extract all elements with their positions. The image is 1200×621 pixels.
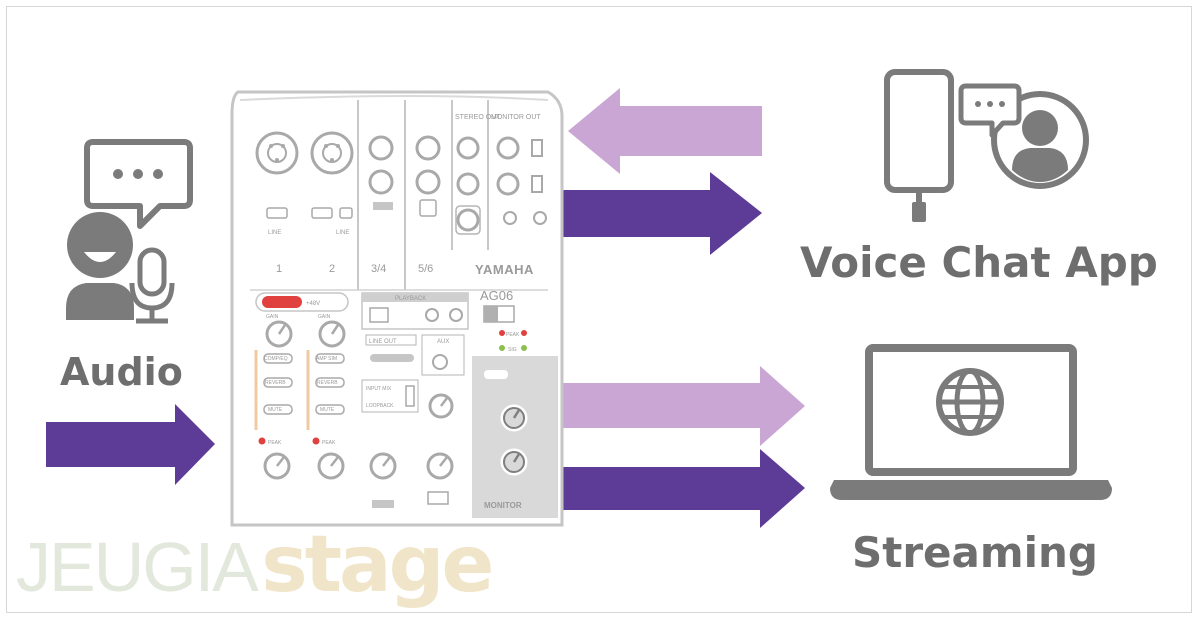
send-to-app-arrow — [562, 172, 762, 255]
monitor-out-label: MONITOR OUT — [491, 114, 541, 121]
watermark-jeugia: JEUGIA — [16, 528, 259, 606]
channel-34-label: 3/4 — [371, 263, 386, 275]
user-speaking-icon — [66, 212, 134, 320]
speech-bubble-icon — [84, 139, 193, 229]
gain-knob-2 — [318, 320, 346, 348]
audio-input-arrow — [46, 404, 215, 485]
microphone-icon — [129, 247, 175, 324]
channel-2-label: 2 — [329, 263, 335, 275]
app-to-stream-arrow — [562, 366, 805, 446]
reverb-label-1: REVERB — [265, 380, 286, 386]
model-label: AG06 — [480, 288, 513, 303]
voice-chat-app-label: Voice Chat App — [800, 238, 1158, 287]
laptop-icon — [830, 344, 1112, 500]
mute-label-1: MUTE — [268, 407, 283, 413]
amp-sim-label: AMP SIM — [316, 356, 337, 362]
globe-icon — [936, 368, 1004, 436]
return-from-app-arrow — [568, 88, 762, 174]
mute-label-2: MUTE — [320, 407, 335, 413]
monitor-level-knob — [500, 448, 528, 476]
line-label-1: LINE — [268, 230, 281, 236]
aux-label: AUX — [437, 339, 449, 345]
streaming-label: Streaming — [852, 528, 1098, 577]
reverb-label-2: REVERB — [317, 380, 338, 386]
line-out-label: LINE OUT — [369, 339, 397, 345]
combo-jack-2 — [310, 131, 354, 175]
gain-label-2: GAIN — [318, 314, 331, 320]
channel-1-label: 1 — [276, 263, 282, 275]
line-label-2: LINE — [336, 230, 349, 236]
monitor-label: MONITOR — [484, 501, 522, 510]
stereo-out-label: STEREO OUT — [455, 114, 501, 121]
peak-label: PEAK — [506, 332, 520, 338]
audio-label: Audio — [60, 350, 183, 394]
monitor-mix-knob — [500, 404, 528, 432]
speech-bubble-icon-right — [958, 83, 1022, 138]
combo-jack-1 — [255, 131, 299, 175]
peak-label-ch2: PEAK — [322, 440, 336, 446]
brand-logo: YAMAHA — [475, 262, 534, 277]
peak-label-ch1: PEAK — [268, 440, 282, 446]
aux-knob — [428, 393, 454, 419]
level-knob-1 — [263, 452, 291, 480]
level-knob-4 — [426, 452, 454, 480]
level-knob-2 — [317, 452, 345, 480]
level-knob-3 — [369, 452, 397, 480]
mix-to-stream-arrow — [562, 449, 805, 528]
phantom-label: +48V — [306, 301, 320, 307]
input-mix-label: INPUT MIX — [366, 386, 392, 392]
mixer-device: STEREO OUT MONITOR OUT LINE LINE 1 2 3/4… — [230, 90, 564, 527]
watermark-stage: stage — [261, 520, 494, 610]
channel-56-label: 5/6 — [418, 263, 433, 275]
watermark: JEUGIA stage — [16, 520, 494, 610]
sig-label: SIG — [508, 347, 517, 353]
smartphone-icon — [884, 69, 954, 222]
comp-eq-label: COMP/EQ — [264, 356, 288, 362]
gain-knob-1 — [265, 320, 293, 348]
playback-label: PLAYBACK — [395, 296, 426, 302]
diagram-border — [6, 6, 1192, 613]
loopback-label: LOOPBACK — [366, 403, 394, 409]
gain-label-1: GAIN — [266, 314, 279, 320]
